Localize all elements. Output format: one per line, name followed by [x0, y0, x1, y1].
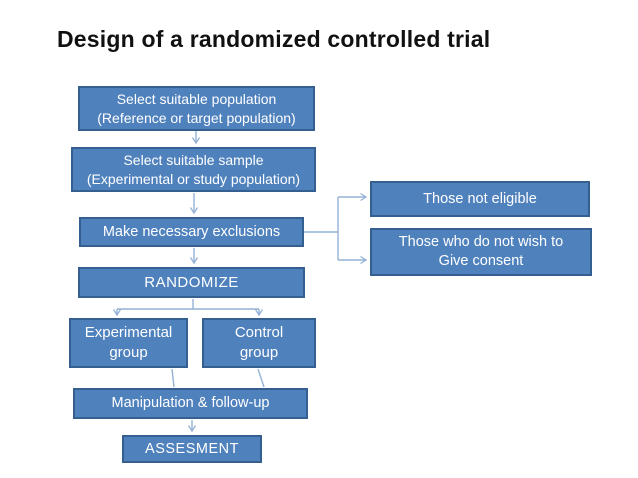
node-select-sample: Select suitable sample (Experimental or … — [71, 147, 316, 192]
connector-control-to-manipulation — [257, 368, 265, 388]
node-assessment: ASSESMENT — [122, 435, 262, 463]
node-label: (Experimental or study population) — [86, 170, 301, 187]
node-label: Manipulation & follow-up — [111, 395, 270, 411]
connector-experimental-to-manipulation — [171, 368, 175, 388]
node-select-population: Select suitable population (Reference or… — [78, 86, 315, 131]
node-label: RANDOMIZE — [144, 273, 239, 291]
node-label: group — [109, 344, 148, 361]
node-label: Those who do not wish to — [398, 234, 564, 250]
node-label: ASSESMENT — [145, 440, 239, 457]
node-label: (Reference or target population) — [97, 109, 296, 126]
node-label: Control — [234, 324, 284, 341]
node-label: Experimental — [84, 324, 173, 341]
node-experimental-group: Experimental group — [69, 318, 188, 368]
node-manipulation: Manipulation & follow-up — [73, 388, 308, 419]
node-exclusions: Make necessary exclusions — [79, 217, 304, 247]
node-label: group — [239, 344, 279, 361]
connector-randomize-split — [117, 299, 259, 310]
node-label: Those not eligible — [423, 190, 537, 207]
node-label: Give consent — [438, 253, 524, 269]
node-no-consent: Those who do not wish to Give consent — [370, 228, 592, 276]
page-title: Design of a randomized controlled trial — [57, 26, 491, 52]
node-label: Select suitable population — [116, 90, 277, 107]
node-label: Make necessary exclusions — [102, 223, 281, 240]
node-label: Select suitable sample — [123, 151, 264, 168]
node-control-group: Control group — [202, 318, 316, 368]
node-randomize: RANDOMIZE — [78, 267, 305, 298]
node-not-eligible: Those not eligible — [370, 181, 590, 217]
